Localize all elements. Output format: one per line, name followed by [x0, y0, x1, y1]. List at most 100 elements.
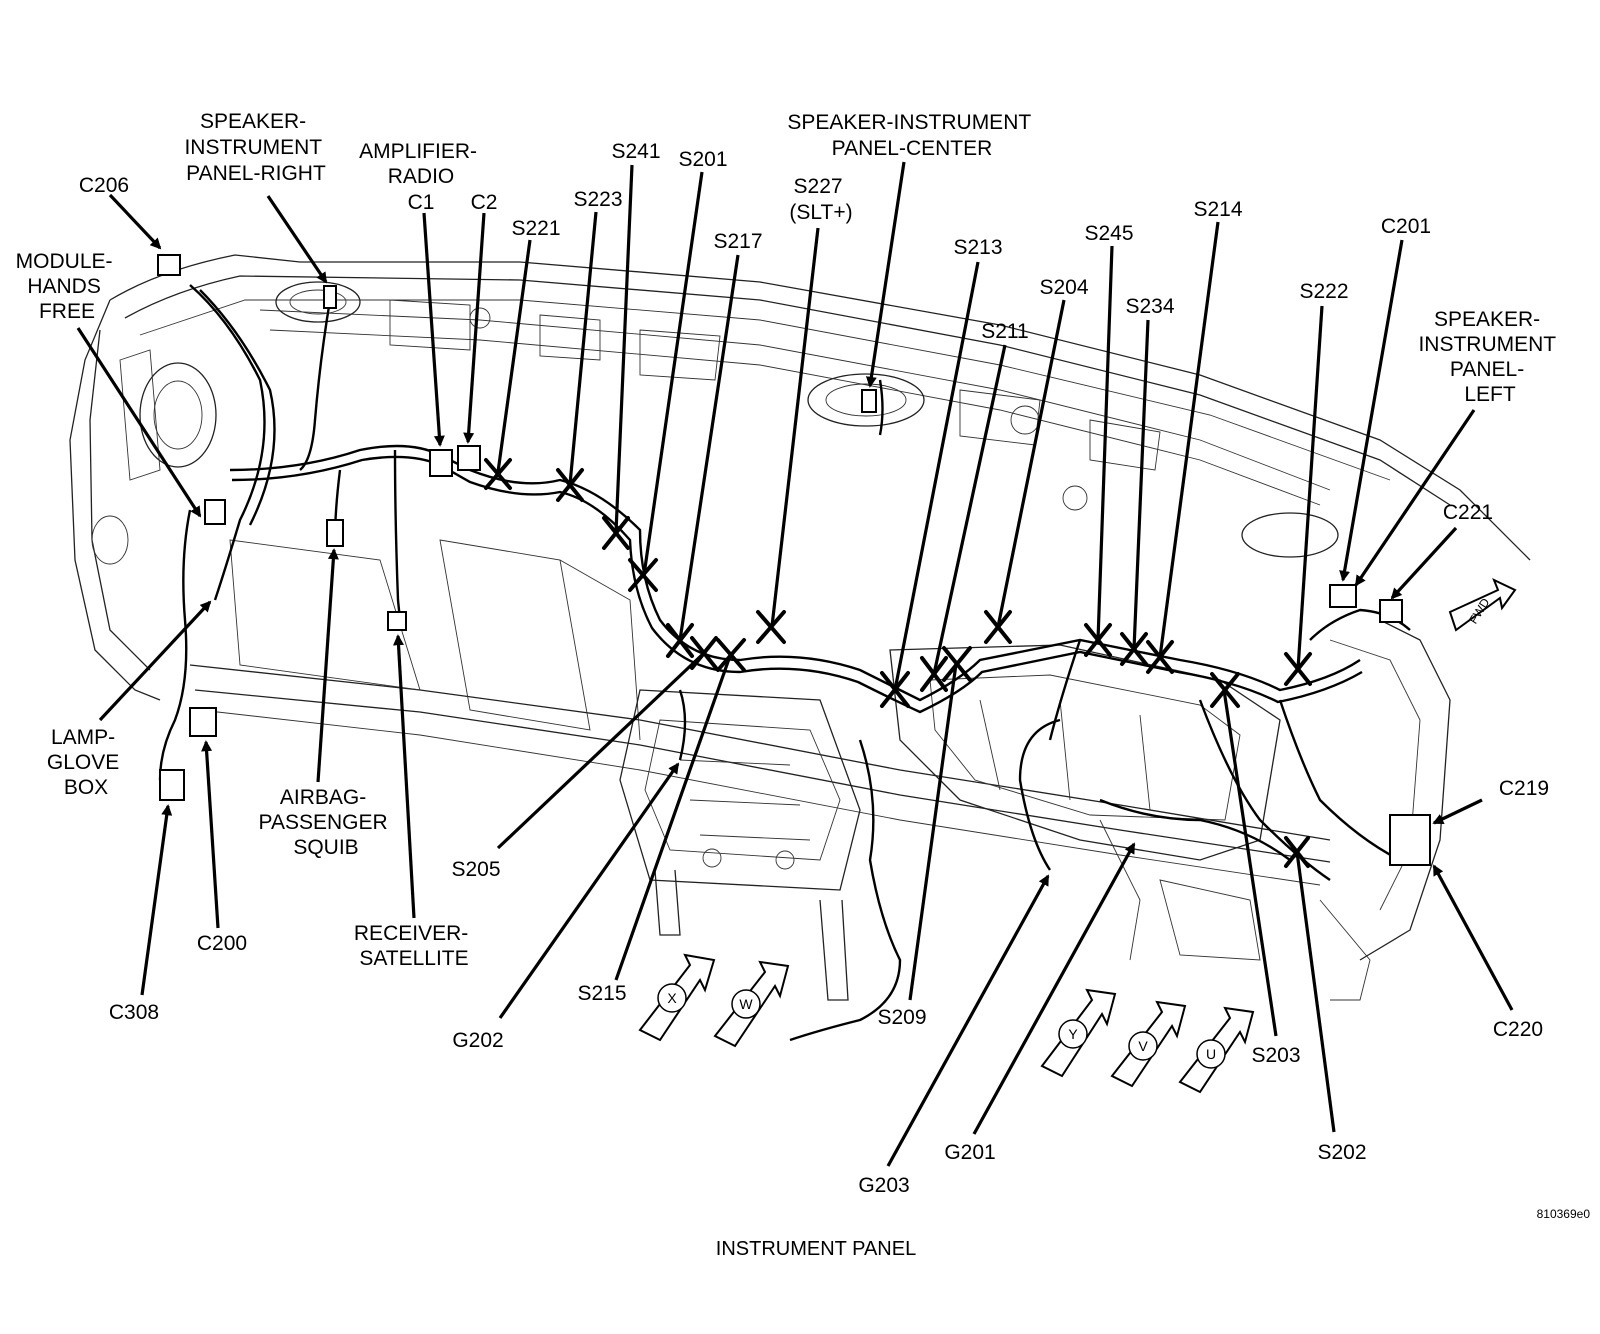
- label-s214: S214: [1193, 198, 1242, 221]
- leader-c221: [1390, 526, 1458, 600]
- splice-x-s241: [602, 516, 630, 550]
- connectors: [157, 254, 1431, 866]
- label-c1: C1: [408, 191, 435, 214]
- label-c206: C206: [79, 174, 129, 197]
- instrument-panel-drawing: [69, 254, 1531, 1001]
- label-c2: C2: [471, 191, 498, 214]
- view-arrows: X W Y V U: [638, 953, 1255, 1094]
- splice-marks: [484, 458, 1312, 868]
- view-arrow-v: V: [1110, 1000, 1187, 1088]
- leader-s203: [1222, 689, 1278, 1037]
- leader-c1: [422, 212, 445, 447]
- splice-x-s227: [756, 610, 786, 644]
- leader-module-hands-free: [76, 327, 202, 518]
- label-g203: G203: [858, 1174, 909, 1197]
- splice-x-s223: [556, 468, 584, 502]
- leader-speaker-ip-center: [865, 161, 906, 388]
- label-s221: S221: [511, 217, 560, 240]
- leader-s213: [893, 261, 980, 691]
- label-c219: C219: [1499, 777, 1549, 800]
- label-lamp-glove-box: LAMP- GLOVE BOX: [47, 726, 125, 799]
- splice-x-s209: [942, 646, 972, 682]
- figure-id: 810369e0: [1537, 1207, 1591, 1221]
- label-speaker-ip-center: SPEAKER-INSTRUMENT PANEL-CENTER: [787, 111, 1036, 160]
- splice-x-s221: [484, 458, 512, 490]
- label-c308: C308: [109, 1001, 159, 1024]
- leader-g203: [886, 874, 1050, 1167]
- label-s245: S245: [1084, 222, 1133, 245]
- leader-arrows: [76, 161, 1514, 1167]
- splice-x-s217: [666, 623, 694, 658]
- leader-s221: [496, 239, 532, 473]
- connector-c308-shape: [159, 769, 185, 801]
- leader-s209: [908, 663, 958, 1001]
- view-letter-w: W: [739, 996, 753, 1012]
- label-s205: S205: [451, 858, 500, 881]
- splice-x-s201: [628, 558, 658, 592]
- connector-speaker-right-shape: [323, 285, 337, 309]
- connector-speaker-center-shape: [861, 389, 877, 413]
- leader-c2: [463, 212, 486, 444]
- view-arrow-w: W: [713, 960, 790, 1048]
- label-s241: S241: [611, 140, 660, 163]
- leader-s245: [1096, 245, 1114, 641]
- view-letter-v: V: [1138, 1038, 1148, 1054]
- label-g201: G201: [944, 1141, 995, 1164]
- connector-c219-c220-shape: [1389, 814, 1431, 866]
- label-speaker-ip-left: SPEAKER- INSTRUMENT PANEL- LEFT: [1418, 308, 1561, 406]
- connector-c206-shape: [157, 254, 181, 276]
- label-s211: S211: [981, 320, 1029, 343]
- leader-c220: [1432, 864, 1514, 1011]
- label-s204: S204: [1039, 276, 1088, 299]
- leader-s215: [614, 655, 732, 981]
- connector-c221-shape: [1379, 599, 1403, 623]
- label-c220: C220: [1493, 1018, 1543, 1041]
- label-s202: S202: [1317, 1141, 1366, 1164]
- view-letter-u: U: [1206, 1046, 1216, 1062]
- wiring-harness: [158, 284, 1411, 1042]
- splice-x-s215: [716, 638, 746, 672]
- leader-s202: [1295, 851, 1336, 1133]
- leader-speaker-ip-right: [266, 195, 328, 284]
- connector-c200-shape: [189, 707, 217, 737]
- leader-s241: [614, 164, 634, 533]
- label-receiver-satellite: RECEIVER- SATELLITE: [354, 922, 474, 970]
- leader-c219: [1432, 798, 1483, 825]
- leader-s227: [770, 227, 820, 627]
- connector-receiver-satellite-shape: [387, 611, 407, 631]
- leader-c201: [1339, 239, 1404, 582]
- leader-c308: [140, 804, 173, 996]
- connector-c201-shape: [1329, 584, 1357, 608]
- label-s223: S223: [573, 188, 622, 211]
- label-s222: S222: [1299, 280, 1348, 303]
- connector-airbag-squib-shape: [326, 519, 344, 547]
- label-module-hands-free: MODULE- HANDS FREE: [16, 250, 119, 323]
- label-amplifier-radio: AMPLIFIER- RADIO: [359, 140, 483, 188]
- leader-s222: [1296, 305, 1324, 670]
- connector-c1-shape: [429, 449, 453, 477]
- leader-airbag-passenger-squib: [316, 548, 339, 783]
- label-s217: S217: [713, 230, 762, 253]
- leader-receiver-satellite: [393, 634, 416, 919]
- label-s215: S215: [577, 982, 626, 1005]
- connector-c2-shape: [457, 445, 481, 471]
- label-c221: C221: [1443, 501, 1493, 524]
- leader-c206: [108, 193, 162, 250]
- leader-speaker-ip-left: [1354, 409, 1476, 587]
- leader-s214: [1158, 221, 1220, 658]
- label-speaker-ip-right: SPEAKER- INSTRUMENT PANEL-RIGHT: [184, 110, 327, 185]
- view-arrow-y: Y: [1040, 988, 1117, 1078]
- label-g202: G202: [452, 1029, 503, 1052]
- leader-s223: [568, 211, 598, 485]
- leader-lamp-glove-box: [98, 600, 212, 722]
- label-s234: S234: [1125, 295, 1174, 318]
- leader-g202: [498, 762, 680, 1019]
- label-s203: S203: [1251, 1044, 1300, 1067]
- label-s213: S213: [953, 236, 1002, 259]
- leader-c200: [201, 740, 220, 929]
- label-s227: S227 (SLT+): [789, 175, 852, 224]
- leader-s211: [932, 344, 1007, 675]
- label-airbag-passenger-squib: AIRBAG- PASSENGER SQUIB: [259, 786, 394, 859]
- label-c200: C200: [197, 932, 247, 955]
